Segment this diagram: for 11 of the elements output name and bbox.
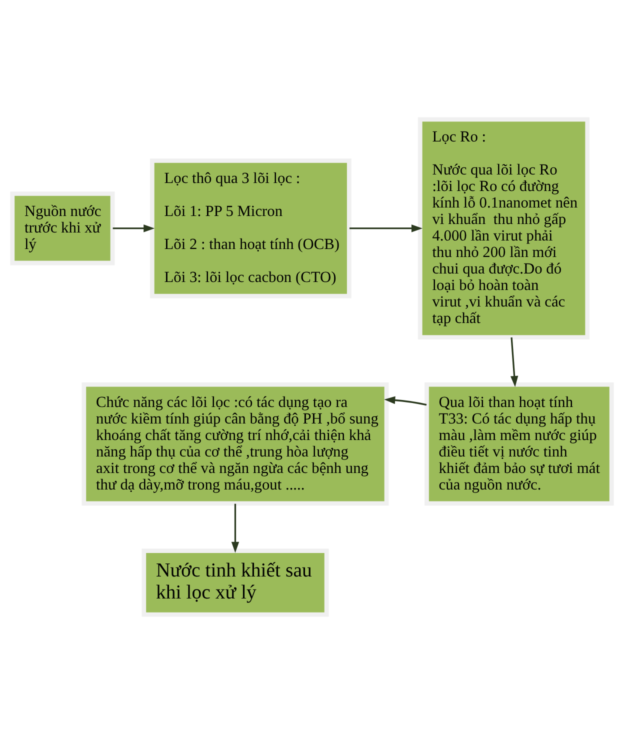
node-box: Lọc thô qua 3 lõi lọc : Lõi 1: PP 5 Micron Lõi 2 : than hoạt tính (OCB) Lõi 3: lõi lọc cacbon (CTO) [150, 158, 352, 298]
node-box: Nguồn nước trước khi xử lý [10, 191, 115, 266]
arrow [350, 224, 422, 232]
arrow [510, 337, 518, 388]
node-box: Chức năng các lõi lọc :có tác dụng tạo ra nước kiềm tính giúp cân bằng độ PH ,bổ sung khoáng chất tăng cường trí nhớ,cải thiện khả năng hấp thụ của cơ thể ,trung hòa lượng axit trong cơ thể và ngăn ngừa các bệnh ung thư dạ dày,mỡ trong máu,gout ..... [82, 382, 389, 506]
node-box: Lọc Ro : Nước qua lõi lọc Ro :lõi lọc Ro có đường kính lỗ 0.1nanomet nên vi khuẩn thu nhỏ gấp 4.000 lần virut phải thu nhỏ 200 lần mới chui qua được.Do đó loại bỏ hoàn toàn virut ,vi khuẩn và các tạp chất [418, 117, 590, 340]
arrow [384, 396, 427, 406]
node-box: Qua lõi than hoạt tính T33: Có tác dụng hấp thụ màu ,làm mềm nước giúp điều tiết vị nước tinh khiết đảm bảo sự tươi mát của nguồn nước. [424, 382, 614, 506]
arrow [231, 504, 240, 553]
node-box: Nước tinh khiết sau khi lọc xử lý [142, 548, 329, 617]
arrow [112, 224, 155, 232]
